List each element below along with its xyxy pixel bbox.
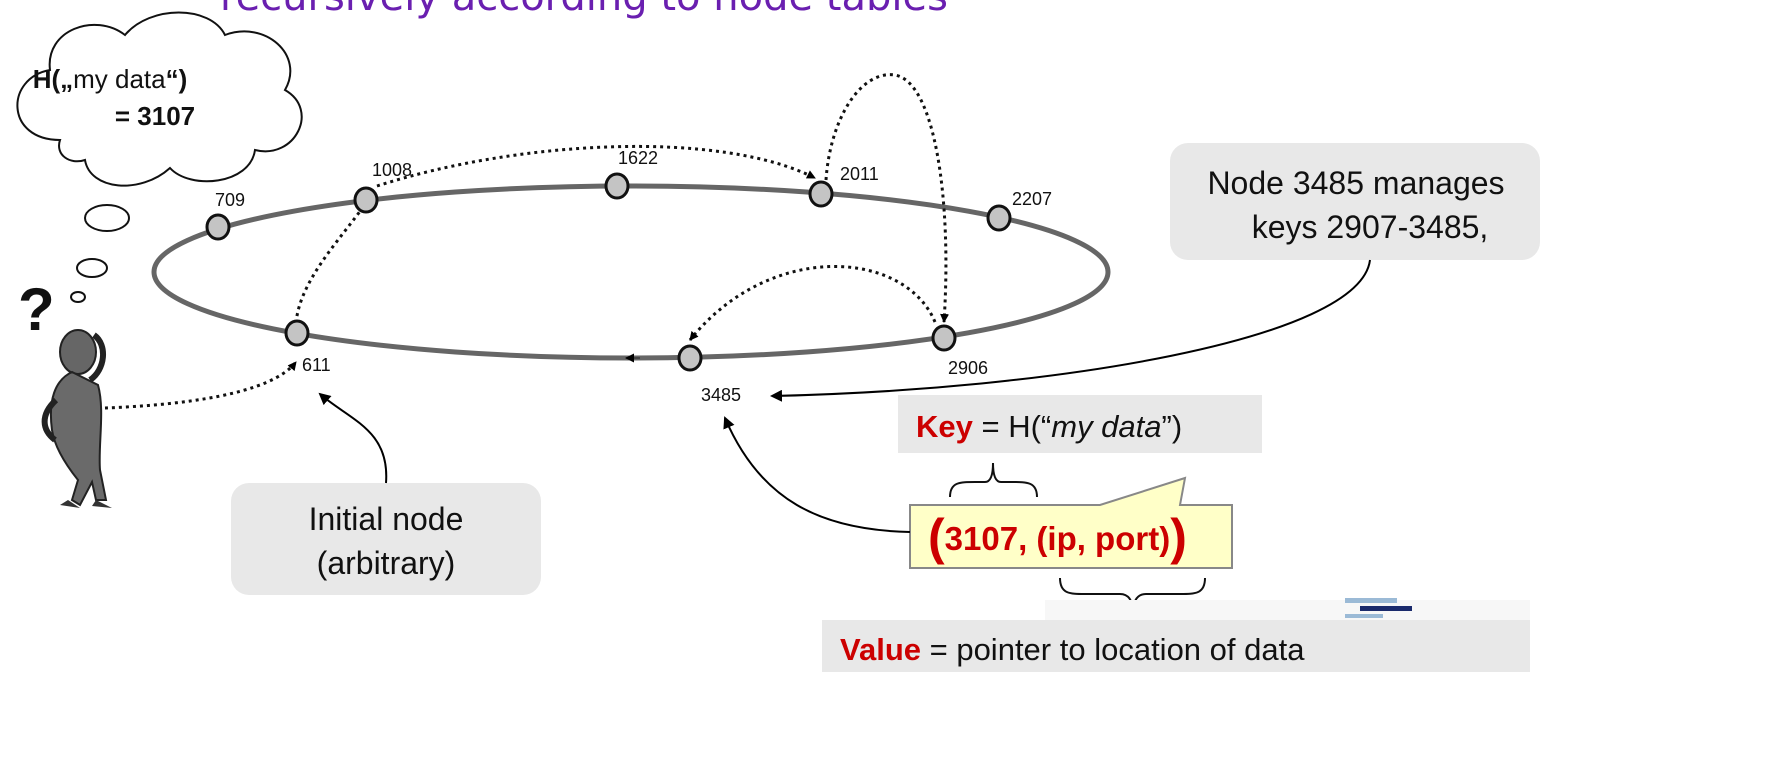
svg-text:H(„my data“): H(„my data“): [33, 64, 188, 94]
thinking-person-icon: ?: [18, 276, 112, 508]
node-3485: [677, 344, 703, 372]
node-label-1622: 1622: [618, 148, 658, 168]
initial-node-callout-box: [231, 483, 541, 595]
logo-icon: [1345, 598, 1412, 618]
node-label-3485: 3485: [701, 385, 741, 405]
slide-title-fragment: recursively according to node tables: [220, 0, 948, 20]
lookup-hops: [104, 73, 950, 410]
thought-prefix: H(„: [33, 64, 73, 94]
key-italic: my data: [1051, 409, 1161, 444]
node-2906: [931, 324, 957, 352]
pair-open: (: [928, 509, 945, 565]
thought-cloud: H(„my data“) = 3107: [16, 11, 303, 303]
hop-1008-to-2011: [376, 144, 816, 188]
node-1008: [353, 186, 379, 214]
value-rest: = pointer to location of data: [921, 632, 1305, 667]
key-definition: Key = H(“my data”): [916, 409, 1182, 444]
initial-node-callout-line2: (arbitrary): [317, 545, 456, 581]
key-close: ”): [1162, 409, 1183, 444]
node-label-1008: 1008: [372, 160, 412, 180]
hop-2011-to-2906: [824, 73, 950, 323]
manager-callout-line1: Node 3485 manages: [1207, 165, 1504, 201]
node-2207: [986, 204, 1012, 232]
node-611: [284, 319, 310, 347]
node-label-2906: 2906: [948, 358, 988, 378]
value-word: Value: [840, 632, 921, 667]
key-word: Key: [916, 409, 974, 444]
pair-close: ): [1170, 509, 1187, 565]
ring-nodes: [205, 172, 1012, 372]
thought-bubble-1: [84, 204, 130, 232]
question-mark: ?: [18, 276, 55, 343]
thought-result: = 3107: [115, 101, 195, 131]
pair-inner: 3107, (ip, port): [945, 520, 1171, 557]
hop-611-to-1008: [294, 202, 368, 324]
manager-callout-line2: keys 2907-3485,: [1252, 209, 1489, 245]
node-2011: [808, 180, 834, 208]
thought-bubble-2: [76, 258, 108, 278]
manager-callout-box: [1170, 143, 1540, 260]
value-definition: Value = pointer to location of data: [840, 632, 1305, 667]
hop-person-to-611: [104, 361, 298, 410]
pair-to-3485-pointer: [723, 416, 911, 533]
initial-node-pointer: [318, 392, 388, 484]
node-label-2011: 2011: [840, 164, 879, 184]
thought-bubble-3: [70, 291, 86, 303]
node-label-611: 611: [302, 355, 331, 375]
manager-callout-pointer: [770, 259, 1371, 402]
key-brace: [949, 462, 1038, 498]
key-equals: = H(“: [973, 409, 1051, 444]
thought-suffix: “): [166, 64, 188, 94]
node-label-709: 709: [215, 190, 245, 210]
node-709: [205, 213, 231, 241]
hop-2906-to-3485: [688, 265, 937, 341]
thought-mid: my data: [73, 64, 166, 94]
value-box: [822, 620, 1530, 672]
initial-node-callout-line1: Initial node: [309, 501, 464, 537]
node-1622: [604, 172, 630, 200]
node-label-2207: 2207: [1012, 189, 1052, 209]
pair-callout: [909, 476, 1233, 569]
key-box: [898, 395, 1262, 453]
pair-text: (3107, (ip, port)): [928, 509, 1187, 565]
faint-panel: [1045, 600, 1530, 620]
